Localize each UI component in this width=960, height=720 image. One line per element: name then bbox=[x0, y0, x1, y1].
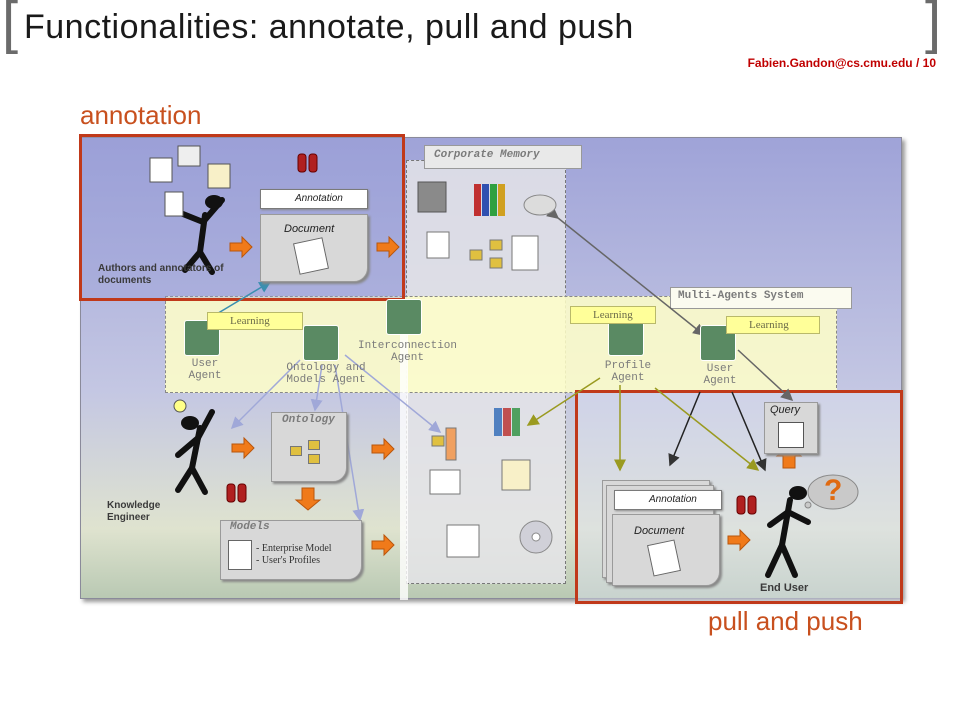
user-agent-right-label: User Agent bbox=[703, 363, 737, 387]
author-doc-icons bbox=[149, 145, 231, 217]
document-top-icon bbox=[293, 237, 329, 275]
profile-memory-link bbox=[526, 377, 601, 426]
enduser-figure bbox=[765, 497, 811, 578]
ontagent-models-link bbox=[334, 364, 365, 522]
pull-push-heading: pull and push bbox=[708, 606, 863, 636]
interconnection-agent-label: Interconnection Agent bbox=[357, 340, 458, 364]
author-email: Fabien.Gandon@cs.cmu.edu / 10 bbox=[747, 56, 936, 70]
annotation-tag-top: Annotation bbox=[260, 189, 368, 209]
ontagent-memory-link bbox=[344, 354, 442, 433]
enduser-head bbox=[789, 486, 807, 500]
document-label-bottom: Document bbox=[634, 525, 685, 537]
models-item-1: - Enterprise Model bbox=[256, 543, 332, 554]
ontology-tree-icon bbox=[290, 440, 328, 466]
authors-label: Authors and annotators of documents bbox=[98, 263, 224, 286]
thought-cloud bbox=[807, 474, 859, 510]
corporate-memory-label: Corporate Memory bbox=[434, 149, 540, 161]
useragent-enduser-link bbox=[731, 391, 767, 472]
ontagent-engineer-link bbox=[230, 359, 301, 430]
profile-agent-label: Profile Agent bbox=[604, 360, 652, 384]
interconnection-agent-icon bbox=[386, 299, 422, 335]
useragent-query-link bbox=[737, 349, 794, 402]
ontology-agent-icon bbox=[303, 325, 339, 361]
user-agent-left-label: User Agent bbox=[188, 358, 222, 382]
engineer-head bbox=[181, 416, 199, 430]
page-title: Functionalities: annotate, pull and push bbox=[24, 8, 634, 46]
authors-head bbox=[205, 195, 223, 209]
models-item-2: - User's Profiles bbox=[256, 555, 321, 566]
learning-label-2: Learning bbox=[570, 306, 656, 324]
memory-useragent-link bbox=[546, 206, 706, 336]
annotation-tag-bottom: Annotation bbox=[614, 490, 722, 510]
learning-label-3: Learning bbox=[726, 316, 820, 334]
end-user-label: End User bbox=[760, 582, 809, 594]
left-bracket: [ bbox=[2, 0, 19, 55]
ontagent-ontology-link bbox=[310, 364, 323, 412]
profile-agent-icon bbox=[608, 320, 644, 356]
right-bracket: ] bbox=[925, 0, 942, 55]
document-label-top: Document bbox=[284, 223, 335, 235]
query-label: Query bbox=[770, 404, 800, 416]
corporate-memory-title bbox=[424, 145, 582, 169]
authors-figure bbox=[175, 197, 225, 275]
models-label: Models bbox=[230, 521, 270, 533]
useragent-doc-link bbox=[668, 391, 701, 467]
ontology-label: Ontology bbox=[282, 414, 335, 426]
learning-label-1: Learning bbox=[207, 312, 303, 330]
query-doc-icon bbox=[778, 422, 804, 448]
engineer-figure bbox=[175, 409, 215, 495]
profile-enduser-link bbox=[654, 387, 760, 471]
memory-icons bbox=[417, 181, 557, 558]
ontology-agent-label: Ontology and Models Agent bbox=[286, 362, 366, 386]
models-doc-icon bbox=[228, 540, 252, 570]
multi-agents-label: Multi-Agents System bbox=[678, 290, 804, 302]
knowledge-engineer-label: Knowledge Engineer bbox=[107, 500, 161, 523]
memory-divider bbox=[400, 300, 408, 600]
question-mark-icon: ? bbox=[824, 474, 843, 507]
glove-icons bbox=[226, 153, 757, 515]
annotation-heading: annotation bbox=[80, 100, 202, 130]
lightbulb-icon bbox=[173, 399, 187, 413]
